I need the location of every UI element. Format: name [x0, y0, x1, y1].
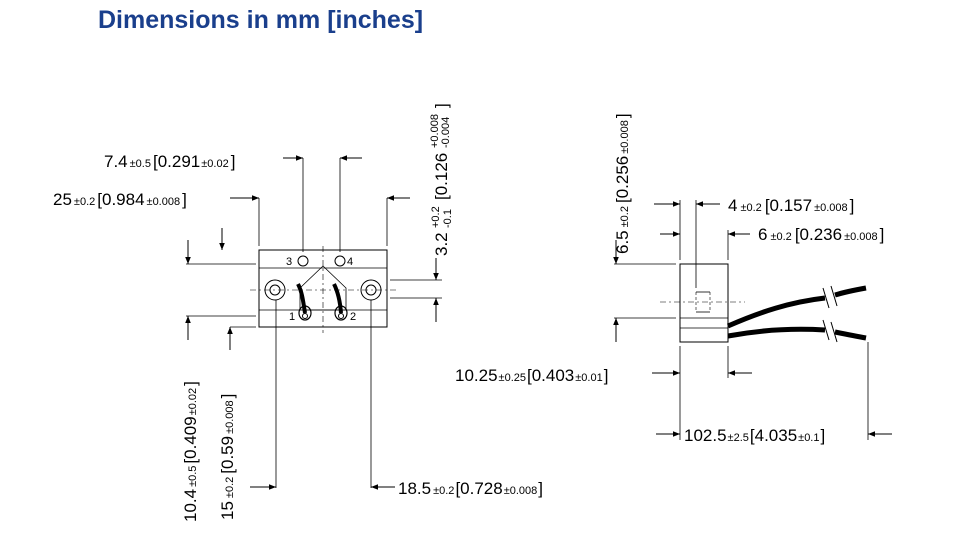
dim-6: 6±0.2[0.236±0.008]	[758, 225, 884, 244]
svg-text:6.5±0.2[0.256±0.008]: 6.5±0.2[0.256±0.008]	[613, 113, 632, 254]
dim-10-25: 10.25±0.25[0.403±0.01]	[455, 366, 608, 385]
svg-text:[0.126: [0.126	[432, 153, 451, 200]
pin-label-1: 1	[289, 311, 295, 323]
side-view	[660, 263, 745, 343]
svg-text:+0.008: +0.008	[429, 114, 441, 148]
pin-label-4: 4	[347, 256, 353, 268]
svg-text:3.2: 3.2	[432, 232, 451, 256]
svg-text:+0.2: +0.2	[430, 206, 442, 228]
pin-label-2: 2	[350, 311, 356, 323]
dim-6-5: 6.5±0.2[0.256±0.008]	[613, 113, 632, 254]
svg-text:-0.1: -0.1	[442, 209, 454, 228]
front-view	[250, 246, 396, 333]
cable	[726, 285, 867, 341]
svg-text:]: ]	[432, 103, 451, 108]
dim-7-4: 7.4±0.5[0.291±0.02]	[104, 152, 235, 171]
dim-15: 15±0.2[0.59±0.008]	[218, 394, 237, 520]
dim-3-2: 3.2 +0.2 -0.1 [0.126 +0.008 -0.004 ]	[429, 103, 454, 256]
dim-10-4: 10.4±0.5[0.409±0.02]	[181, 381, 200, 522]
dim-102-5: 102.5±2.5[4.035±0.1]	[684, 426, 825, 445]
pin-label-3: 3	[286, 256, 292, 268]
dim-4: 4±0.2[0.157±0.008]	[728, 196, 854, 215]
dim-25: 25±0.2[0.984±0.008]	[53, 190, 187, 209]
svg-text:-0.004: -0.004	[440, 117, 452, 148]
svg-text:10.4±0.5[0.409±0.02]: 10.4±0.5[0.409±0.02]	[181, 381, 200, 522]
pin-4-circle	[334, 255, 346, 267]
svg-text:15±0.2[0.59±0.008]: 15±0.2[0.59±0.008]	[218, 394, 237, 520]
dim-18-5: 18.5±0.2[0.728±0.008]	[398, 479, 543, 498]
page-title: Dimensions in mm [inches]	[98, 6, 424, 34]
sensor-body-side	[679, 263, 729, 343]
pin-3-circle	[297, 255, 309, 267]
